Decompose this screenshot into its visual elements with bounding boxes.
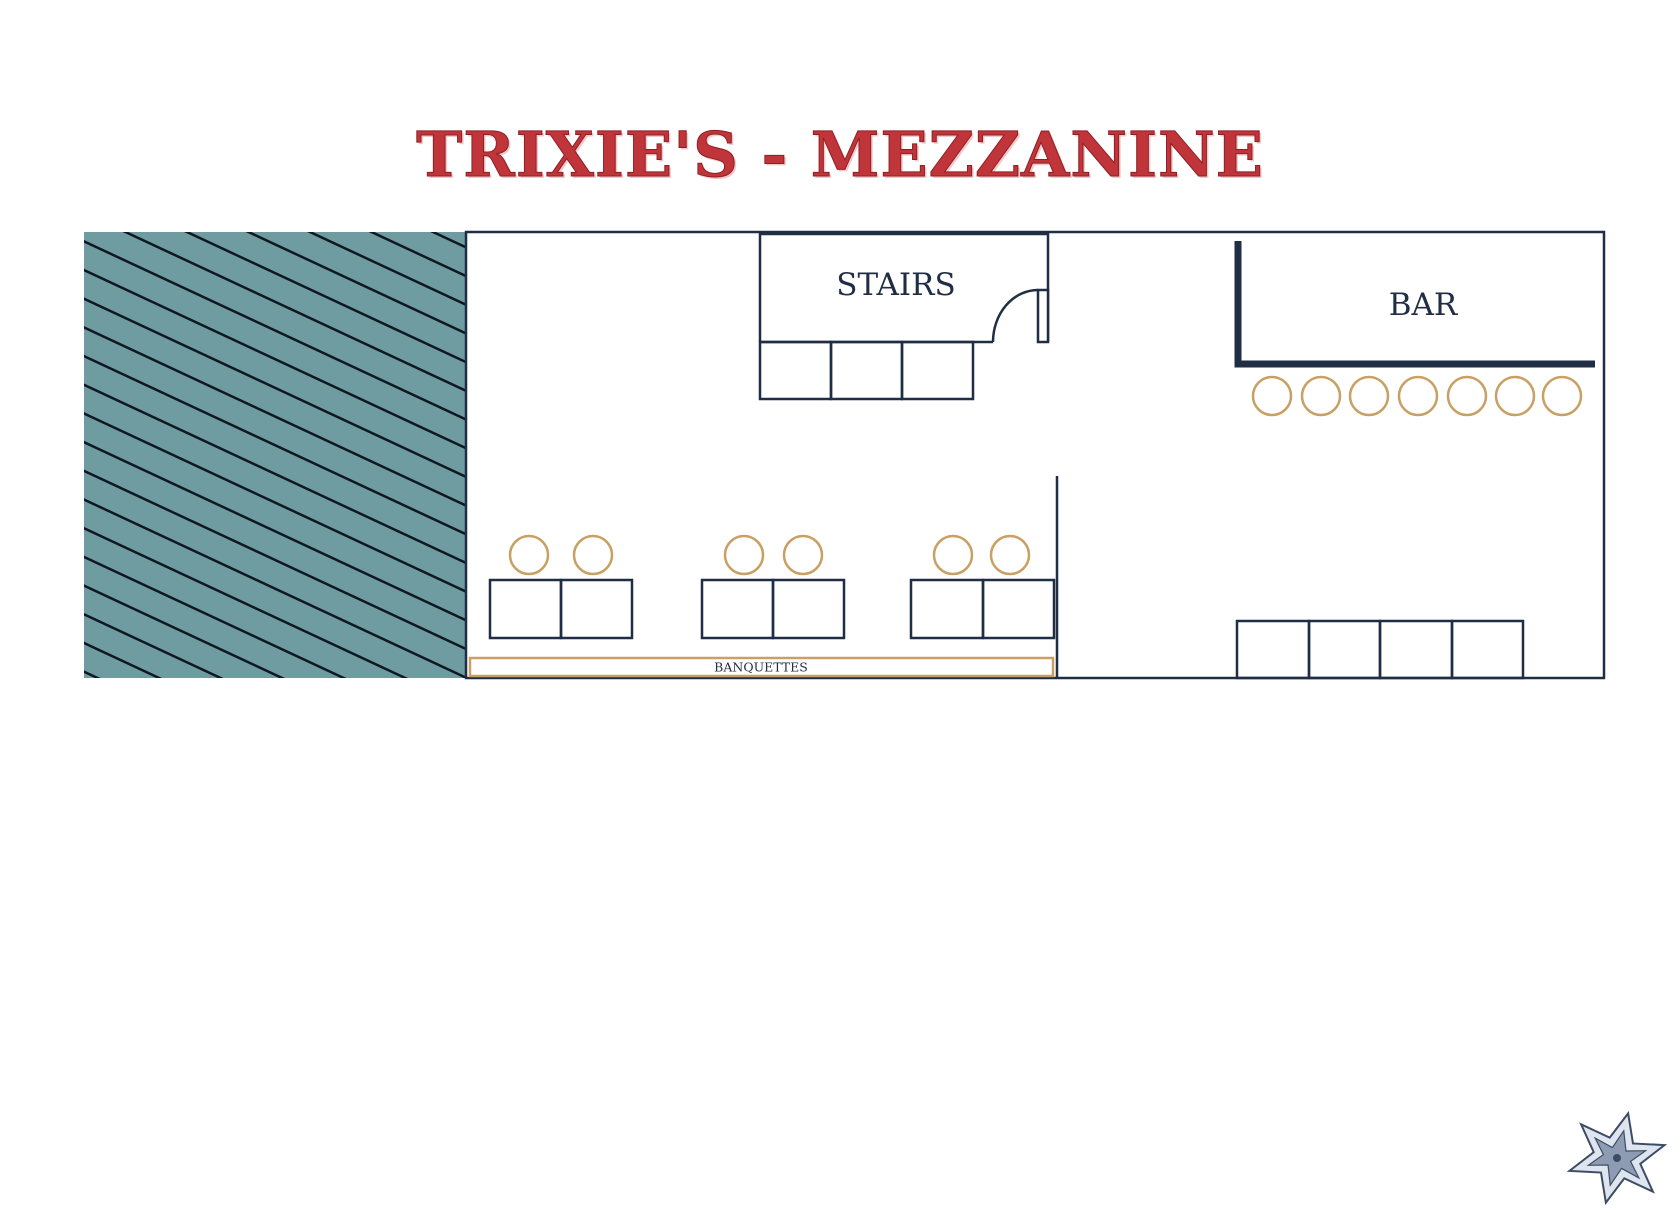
chair <box>989 534 1031 576</box>
table <box>1307 619 1382 680</box>
table <box>771 578 846 640</box>
table <box>909 578 985 640</box>
bar-label: BAR <box>1389 287 1459 323</box>
chair <box>932 534 974 576</box>
bar-stool <box>1541 375 1583 417</box>
banquette-chairs <box>508 534 1031 576</box>
stairs-area: STAIRS <box>758 232 1050 344</box>
table <box>1235 619 1311 680</box>
table <box>559 578 634 640</box>
star-logo-icon <box>1566 1110 1668 1206</box>
bar-stool <box>1494 375 1536 417</box>
banquettes-label: BANQUETTES <box>714 660 808 675</box>
table <box>981 578 1056 640</box>
banquette-tables <box>488 578 1056 640</box>
stairs-door <box>1036 288 1050 344</box>
table <box>488 578 563 640</box>
bar-stool <box>1300 375 1342 417</box>
door-swing-arc <box>991 288 1039 343</box>
bar-stool <box>1446 375 1488 417</box>
bar-stool <box>1348 375 1390 417</box>
table <box>1450 619 1525 680</box>
stairs-tables <box>758 340 975 401</box>
bar-stool <box>1251 375 1293 417</box>
page-title: TRIXIE'S - MEZZANINE <box>416 118 1264 192</box>
chair <box>782 534 824 576</box>
table <box>700 578 775 640</box>
stairs-label: STAIRS <box>836 267 955 303</box>
chair <box>572 534 614 576</box>
table <box>1378 619 1454 680</box>
chair <box>508 534 550 576</box>
room-outline <box>464 230 1606 680</box>
bar-counter: BAR <box>1234 241 1595 368</box>
bar-stools <box>1251 375 1583 417</box>
hatched-area <box>84 232 466 678</box>
bar-stool <box>1397 375 1439 417</box>
lower-right-tables <box>1235 619 1525 680</box>
banquettes: BANQUETTES <box>468 656 1055 678</box>
chair <box>723 534 765 576</box>
